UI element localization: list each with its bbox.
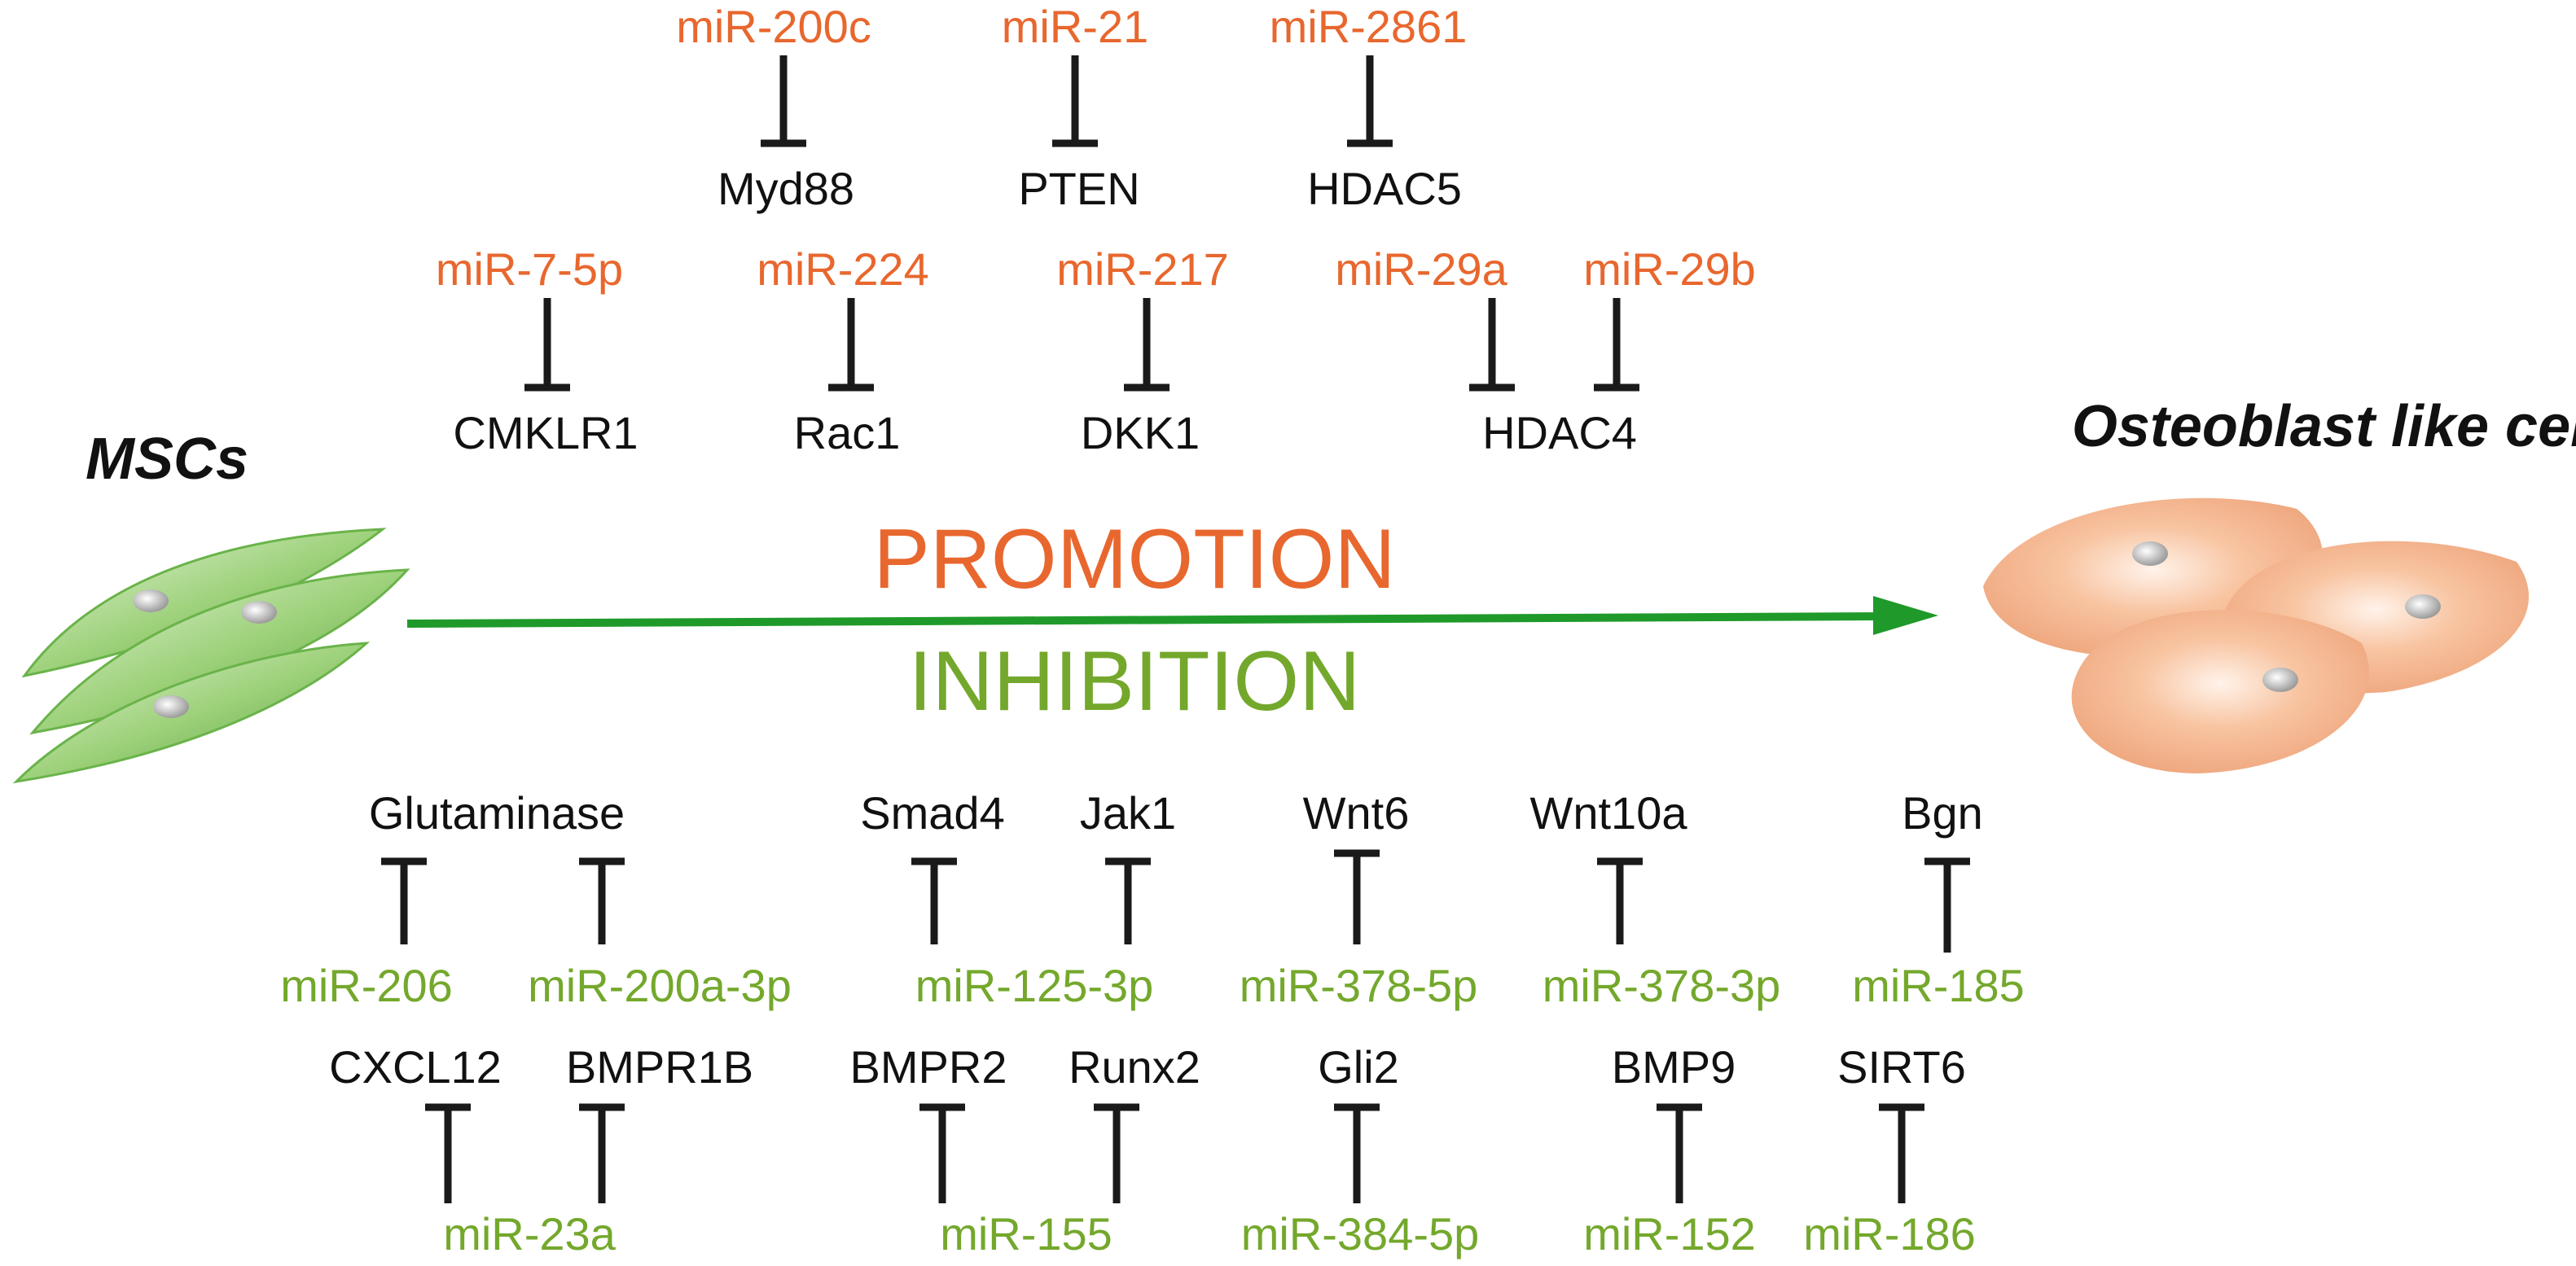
target-gene-label: Jak1 xyxy=(1080,787,1176,839)
target-gene-label: BMPR1B xyxy=(566,1041,753,1093)
promotion-pair: miR-21 PTEN xyxy=(1002,1,1148,214)
inhibit-mirna-label: miR-152 xyxy=(1583,1208,1756,1259)
differentiation-arrow-head xyxy=(1873,596,1938,635)
target-gene-label: BMP9 xyxy=(1612,1041,1736,1093)
osteoblast-label: Osteoblast like cells xyxy=(2072,394,2576,459)
inhibit-mirna-label: miR-206 xyxy=(280,960,453,1011)
target-gene-label: Wnt6 xyxy=(1303,787,1410,839)
target-gene-label: BMPR2 xyxy=(850,1041,1007,1093)
inhibit-mirna-label: miR-125-3p xyxy=(915,960,1154,1011)
inhibit-mirna-label: miR-185 xyxy=(1852,960,2025,1011)
target-gene-label: Glutaminase xyxy=(369,787,625,839)
target-gene-label: HDAC4 xyxy=(1482,407,1637,458)
inhibit-mirna-label: miR-200a-3p xyxy=(528,960,792,1011)
target-gene-label: Bgn xyxy=(1902,787,1983,839)
target-gene-label: SIRT6 xyxy=(1837,1041,1966,1093)
target-gene-label: Gli2 xyxy=(1318,1041,1399,1093)
target-gene-label: Wnt10a xyxy=(1530,787,1688,839)
promotion-pair: miR-29b xyxy=(1583,243,1756,392)
target-gene-label: Myd88 xyxy=(718,163,854,214)
msc-cells-image xyxy=(12,528,410,784)
promotion-pair: miR-200c Myd88 xyxy=(676,1,871,214)
inhibition-row1: Glutaminase Smad4 Jak1 Wnt6 Wnt10a Bgn m… xyxy=(280,787,2025,1011)
promotion-header: PROMOTION xyxy=(873,512,1395,607)
inhibition-header: INHIBITION xyxy=(909,634,1361,729)
promotion-pair: miR-217 DKK1 xyxy=(1056,243,1229,458)
inhibit-mirna-label: miR-378-3p xyxy=(1543,960,1781,1011)
promote-mirna-label: miR-224 xyxy=(757,243,929,295)
differentiation-arrow-shaft xyxy=(406,612,1890,628)
target-gene-label: Smad4 xyxy=(860,787,1004,839)
promotion-pair: miR-29a HDAC4 xyxy=(1335,243,1637,458)
osteoblast-cells-image xyxy=(1983,497,2530,773)
promotion-pair: miR-7-5p CMKLR1 xyxy=(436,243,639,458)
promote-mirna-label: miR-217 xyxy=(1056,243,1229,295)
target-gene-label: DKK1 xyxy=(1081,407,1200,458)
inhibit-mirna-label: miR-186 xyxy=(1803,1208,1976,1259)
inhibit-mirna-label: miR-155 xyxy=(940,1208,1112,1259)
target-gene-label: CXCL12 xyxy=(329,1041,502,1093)
promote-mirna-label: miR-200c xyxy=(676,1,871,52)
target-gene-label: PTEN xyxy=(1018,163,1139,214)
promote-mirna-label: miR-7-5p xyxy=(436,243,623,295)
target-gene-label: Runx2 xyxy=(1069,1041,1200,1093)
promote-mirna-label: miR-29a xyxy=(1335,243,1507,295)
promote-mirna-label: miR-29b xyxy=(1583,243,1756,295)
promote-mirna-label: miR-21 xyxy=(1002,1,1148,52)
target-gene-label: CMKLR1 xyxy=(453,407,638,458)
promotion-pair: miR-2861 HDAC5 xyxy=(1270,1,1468,214)
inhibit-mirna-label: miR-384-5p xyxy=(1241,1208,1480,1259)
msc-label: MSCs xyxy=(86,427,248,492)
inhibit-mirna-label: miR-378-5p xyxy=(1240,960,1478,1011)
target-gene-label: Rac1 xyxy=(794,407,901,458)
inhibition-row2: CXCL12 BMPR1B BMPR2 Runx2 Gli2 BMP9 SIRT… xyxy=(329,1041,1976,1259)
target-gene-label: HDAC5 xyxy=(1307,163,1462,214)
promotion-pair: miR-224 Rac1 xyxy=(757,243,929,458)
promotion-row1: miR-200c Myd88 miR-21 PTEN miR-2861 HDAC… xyxy=(676,1,1467,214)
inhibit-mirna-label: miR-23a xyxy=(443,1208,616,1259)
promote-mirna-label: miR-2861 xyxy=(1270,1,1468,52)
promotion-row2: miR-7-5p CMKLR1 miR-224 Rac1 miR-217 DKK… xyxy=(436,243,1756,458)
